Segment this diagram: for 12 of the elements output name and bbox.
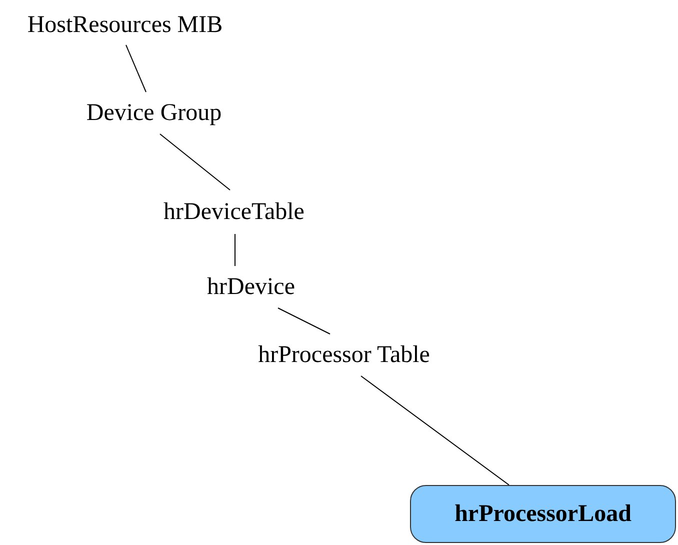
node-label: hrDeviceTable	[164, 198, 304, 226]
node-label: HostResources MIB	[27, 12, 223, 38]
connector-line	[234, 234, 236, 266]
connector-line	[360, 376, 510, 486]
connector-line	[278, 308, 330, 334]
node-label: hrProcessorLoad	[454, 500, 632, 528]
node-label: hrProcessor Table	[258, 342, 430, 368]
connector-line	[160, 134, 230, 190]
node-label: Device Group	[86, 100, 222, 126]
rounded-box	[410, 485, 676, 543]
node-label: hrDevice	[207, 274, 295, 300]
connector-line	[126, 44, 146, 92]
